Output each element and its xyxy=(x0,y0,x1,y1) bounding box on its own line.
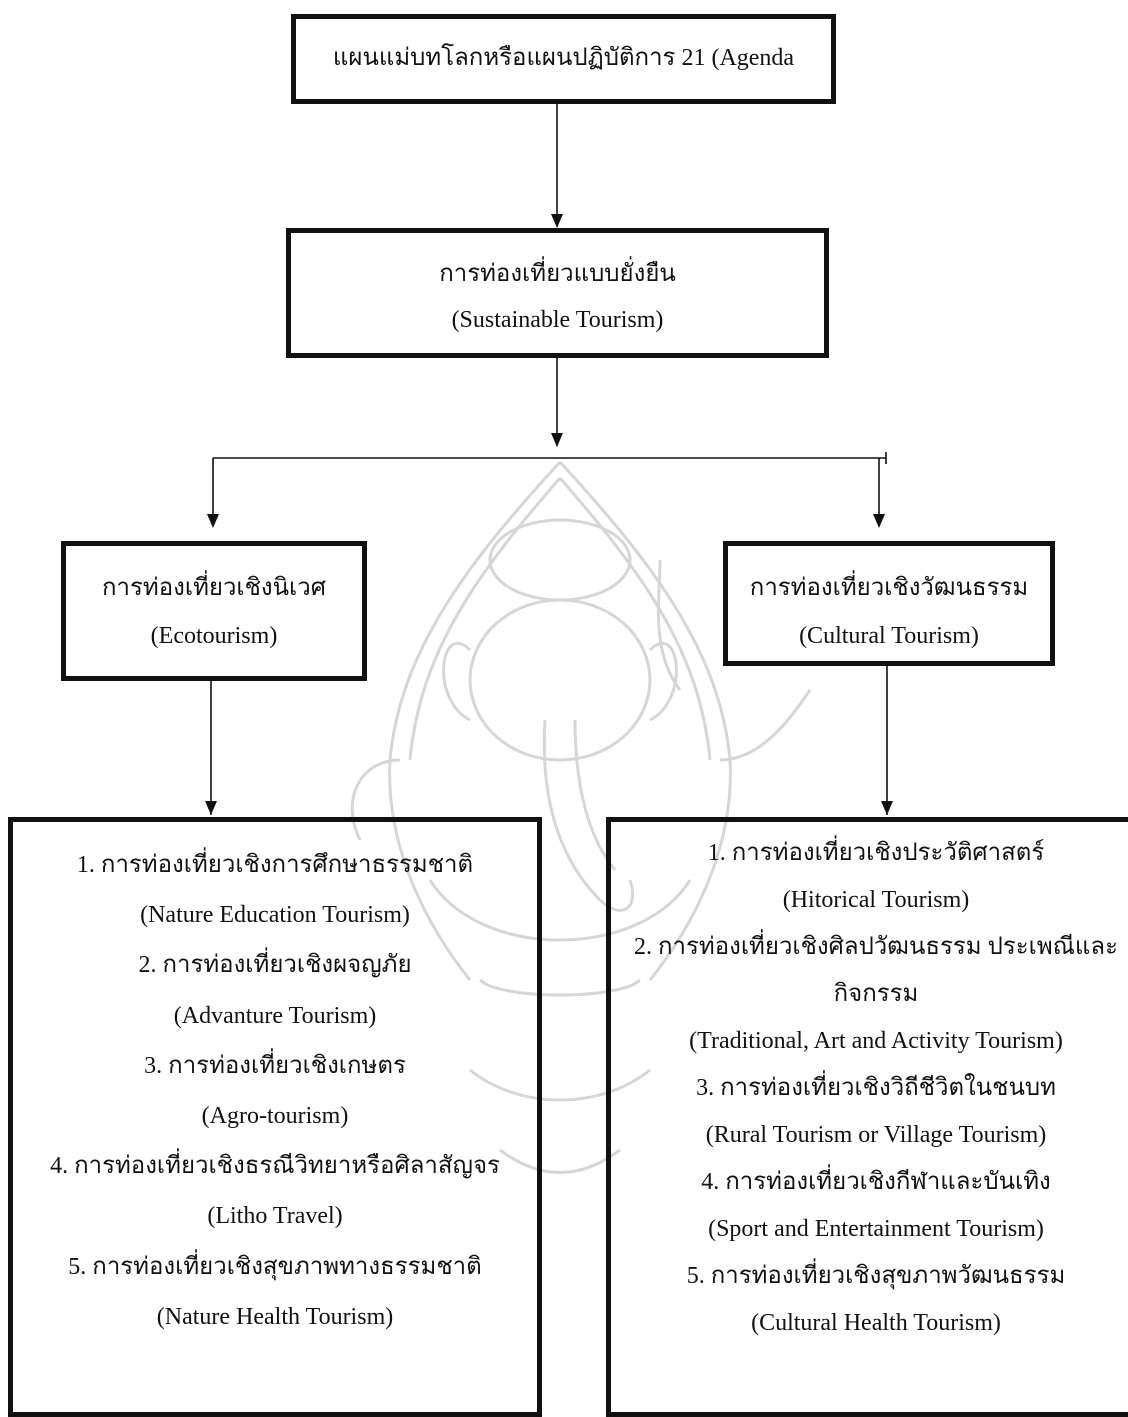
cultural-list-item: 4. การท่องเที่ยวเชิงกีฬาและบันเทิง xyxy=(701,1169,1051,1195)
sustainable-tourism-thai: การท่องเที่ยวแบบยั่งยืน xyxy=(439,261,676,287)
cultural-list-item: (Rural Tourism or Village Tourism) xyxy=(705,1122,1047,1148)
cultural-list-item: (Traditional, Art and Activity Tourism) xyxy=(689,1028,1063,1054)
cultural-list-item: 5. การท่องเที่ยวเชิงสุขภาพวัฒนธรรม xyxy=(686,1263,1066,1289)
cultural-tourism-english: (Cultural Tourism) xyxy=(799,623,979,649)
eco-list-item: (Litho Travel) xyxy=(207,1203,343,1230)
cultural-list-item: (Cultural Health Tourism) xyxy=(751,1310,1001,1336)
cultural-tourism-thai: การท่องเที่ยวเชิงวัฒนธรรม xyxy=(749,575,1029,601)
cultural-list-item: 2. การท่องเที่ยวเชิงศิลปวัฒนธรรม ประเพณี… xyxy=(634,934,1118,960)
cultural-list-item: 1. การท่องเที่ยวเชิงประวัติศาสตร์ xyxy=(707,840,1045,866)
agenda-21-label: แผนแม่บทโลกหรือแผนปฏิบัติการ 21 (Agenda xyxy=(332,45,795,71)
eco-list-item: (Nature Education Tourism) xyxy=(140,902,410,929)
eco-list-item: (Nature Health Tourism) xyxy=(156,1303,394,1330)
ecotourism-types-box: 1. การท่องเที่ยวเชิงการศึกษาธรรมชาติ (Na… xyxy=(8,817,542,1417)
cultural-tourism-box: การท่องเที่ยวเชิงวัฒนธรรม (Cultural Tour… xyxy=(723,541,1055,666)
cultural-list-item: (Hitorical Tourism) xyxy=(782,887,970,913)
eco-list-item: 5. การท่องเที่ยวเชิงสุขภาพทางธรรมชาติ xyxy=(68,1253,482,1280)
cultural-list-item: 3. การท่องเที่ยวเชิงวิถีชีวิตในชนบท xyxy=(696,1075,1056,1101)
arrowhead-6 xyxy=(881,801,893,815)
cultural-tourism-types-box: 1. การท่องเที่ยวเชิงประวัติศาสตร์ (Hitor… xyxy=(606,817,1128,1417)
sustainable-tourism-english: (Sustainable Tourism) xyxy=(451,307,664,333)
ecotourism-box: การท่องเที่ยวเชิงนิเวศ (Ecotourism) xyxy=(61,541,367,681)
ecotourism-english: (Ecotourism) xyxy=(150,623,278,649)
eco-list-item: 2. การท่องเที่ยวเชิงผจญภัย xyxy=(138,952,412,979)
eco-list-item: (Agro-tourism) xyxy=(201,1103,349,1130)
arrowhead-3 xyxy=(207,514,219,528)
arrowhead-1 xyxy=(551,214,563,228)
eco-list-item: 1. การท่องเที่ยวเชิงการศึกษาธรรมชาติ xyxy=(76,852,474,878)
eco-list-item: 3. การท่องเที่ยวเชิงเกษตร xyxy=(144,1052,406,1079)
eco-list-item: (Advanture Tourism) xyxy=(173,1002,377,1029)
cultural-list-item: กิจกรรม xyxy=(833,981,919,1007)
sustainable-tourism-box: การท่องเที่ยวแบบยั่งยืน (Sustainable Tou… xyxy=(286,228,829,358)
arrowhead-2 xyxy=(551,433,563,447)
arrowhead-5 xyxy=(205,801,217,815)
cultural-list-item: (Sport and Entertainment Tourism) xyxy=(708,1216,1044,1242)
ecotourism-thai: การท่องเที่ยวเชิงนิเวศ xyxy=(102,575,326,601)
arrowhead-4 xyxy=(873,514,885,528)
eco-list-item: 4. การท่องเที่ยวเชิงธรณีวิทยาหรือศิลาสัญ… xyxy=(50,1153,500,1180)
agenda-21-box: แผนแม่บทโลกหรือแผนปฏิบัติการ 21 (Agenda xyxy=(291,14,836,104)
